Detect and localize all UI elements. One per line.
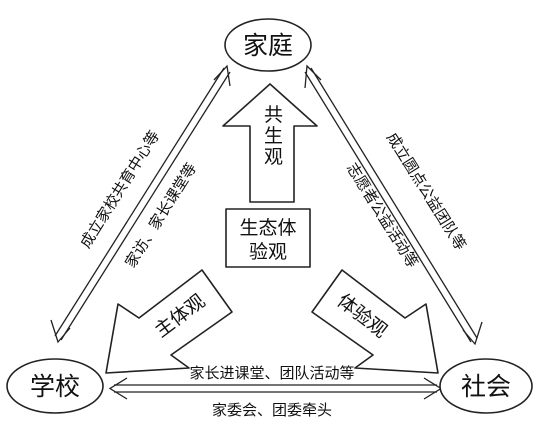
school-node <box>6 358 104 414</box>
center-box-line1: 生态体 <box>239 217 296 239</box>
family-label: 家庭 <box>243 31 293 60</box>
school-label: 学校 <box>30 372 80 401</box>
top-arrow-label: 共生观 <box>261 104 283 167</box>
center-box <box>225 208 311 268</box>
family-node <box>224 18 312 72</box>
right-block-arrow <box>311 269 439 374</box>
right-edge-double-arrow <box>304 64 483 346</box>
bottom-edge-inner-label: 家长进课堂、团队活动等 <box>189 364 354 382</box>
bottom-edge-outer-label: 家委会、团委牵头 <box>212 401 332 419</box>
center-box-line2: 验观 <box>249 241 287 263</box>
society-label: 社会 <box>461 372 511 401</box>
left-edge-double-arrow <box>50 64 231 344</box>
top-block-arrow <box>222 83 318 203</box>
bottom-edge-double-arrow <box>108 377 443 400</box>
society-node <box>439 358 533 414</box>
left-block-arrow <box>105 269 233 374</box>
